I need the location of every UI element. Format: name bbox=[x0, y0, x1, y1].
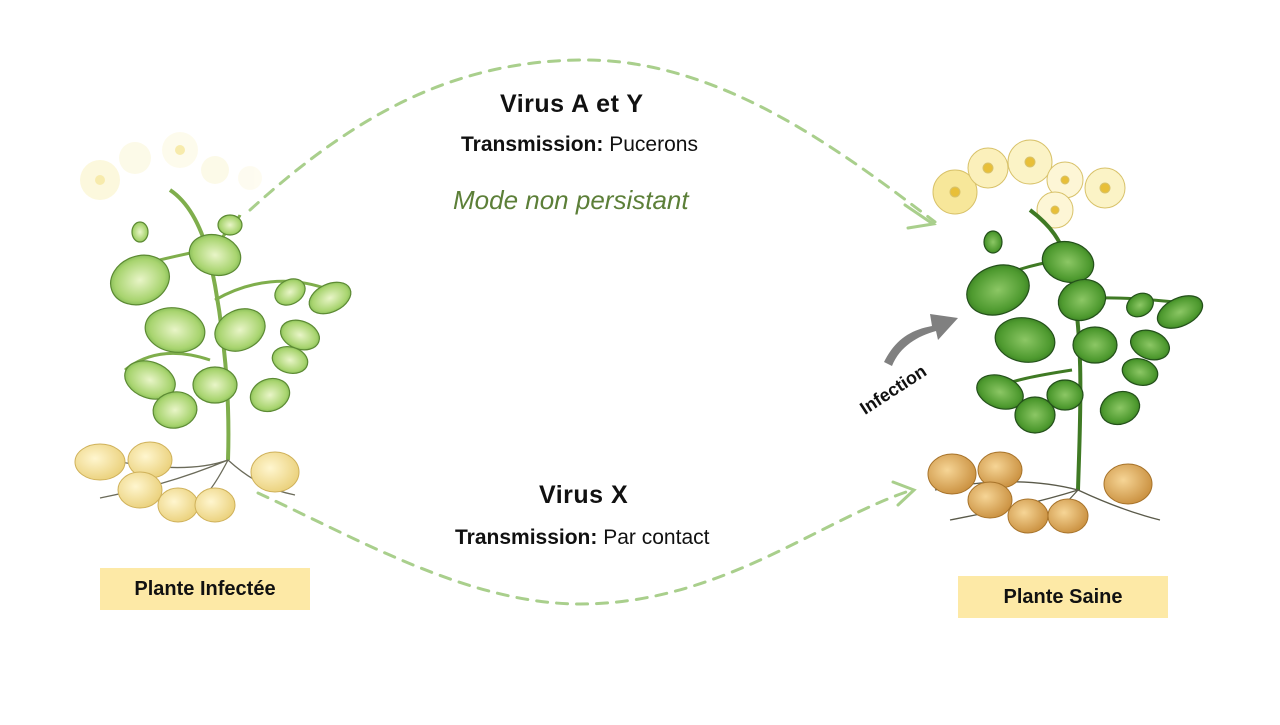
bottom-arrow-head bbox=[891, 480, 917, 507]
top-transmission-label: Transmission: bbox=[461, 133, 604, 156]
top-transmission: Transmission: Pucerons bbox=[461, 133, 698, 157]
top-transmission-value: Pucerons bbox=[609, 133, 698, 156]
infected-flowers bbox=[80, 132, 262, 200]
bottom-transmission-value: Par contact bbox=[603, 526, 710, 549]
infected-plant-label: Plante Infectée bbox=[100, 568, 310, 610]
healthy-flowers bbox=[932, 139, 1126, 229]
healthy-plant-label: Plante Saine bbox=[958, 576, 1168, 618]
healthy-plant bbox=[927, 139, 1204, 534]
infection-arrow bbox=[884, 314, 958, 366]
infected-tubers bbox=[74, 441, 300, 523]
healthy-tubers bbox=[927, 451, 1153, 534]
infected-plant bbox=[74, 132, 352, 523]
bottom-virus-title: Virus X bbox=[539, 481, 629, 509]
top-virus-title: Virus A et Y bbox=[500, 90, 644, 118]
bottom-transmission: Transmission: Par contact bbox=[455, 526, 709, 550]
top-arrow-head bbox=[903, 203, 937, 230]
infected-leaves bbox=[110, 214, 352, 429]
top-dashed-arrow bbox=[248, 58, 937, 224]
bottom-dashed-arrow bbox=[256, 488, 914, 606]
bottom-transmission-label: Transmission: bbox=[455, 526, 598, 549]
healthy-leaves bbox=[966, 230, 1204, 434]
transmission-mode: Mode non persistant bbox=[453, 185, 689, 215]
